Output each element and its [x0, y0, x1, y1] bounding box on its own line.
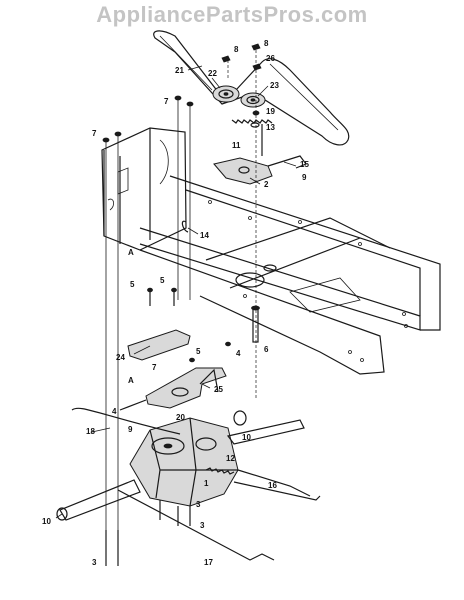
leader-lines — [55, 65, 297, 519]
callout-label: A — [128, 248, 134, 257]
callout-label: 7 — [164, 97, 169, 106]
callout-label: 3 — [92, 558, 97, 567]
tractor-frame — [101, 127, 441, 375]
callout-label: 10 — [42, 517, 51, 526]
callout-label: 4 — [236, 349, 241, 358]
callout-label: 16 — [268, 481, 277, 490]
callout-label: 8 — [264, 39, 269, 48]
callout-label: 13 — [266, 123, 275, 132]
callout-label: 5 — [130, 280, 135, 289]
frame-bolts — [102, 95, 194, 143]
small-bolts — [147, 287, 231, 363]
idler-pulley-23 — [240, 92, 266, 108]
callout-label: 18 — [86, 427, 95, 436]
control-rods — [71, 407, 321, 561]
callout-label: 10 — [242, 433, 251, 442]
callout-label: 14 — [200, 231, 209, 240]
callout-label: 8 — [234, 45, 239, 54]
callout-label: 20 — [176, 413, 185, 422]
callout-label: 3 — [200, 521, 205, 530]
drive-belt — [153, 30, 350, 146]
callout-label: 9 — [302, 173, 307, 182]
callout-labels: 8 8 26 21 22 23 19 13 11 15 9 2 7 7 14 A… — [42, 39, 309, 567]
mounting-plate-25 — [119, 367, 227, 411]
nut-parts — [221, 43, 262, 128]
callout-label: 2 — [264, 180, 269, 189]
watermark-text: AppliancePartsPros.com — [96, 2, 368, 27]
bolt-6 — [251, 305, 260, 343]
idler-pulley-22 — [212, 85, 240, 103]
idler-spring — [231, 119, 273, 156]
callout-label: 5 — [160, 276, 165, 285]
lower-bolts — [105, 500, 191, 566]
callout-label: 1 — [204, 479, 209, 488]
callout-label: 7 — [92, 129, 97, 138]
callout-label: 6 — [264, 345, 269, 354]
callout-label: 7 — [152, 363, 157, 372]
callout-label: 23 — [270, 81, 279, 90]
callout-label: 15 — [300, 160, 309, 169]
callout-label: 12 — [226, 454, 235, 463]
callout-label: 22 — [208, 69, 217, 78]
transaxle-assembly — [56, 410, 311, 521]
callout-label: 21 — [175, 66, 184, 75]
callout-label: 4 — [112, 407, 117, 416]
callout-label: 11 — [232, 141, 241, 150]
bracket-24 — [127, 329, 191, 361]
callout-label: 5 — [196, 347, 201, 356]
callout-label: A — [128, 376, 134, 385]
callout-label: 19 — [266, 107, 275, 116]
callout-label: 17 — [204, 558, 213, 567]
callout-label: 9 — [128, 425, 133, 434]
callout-label: 24 — [116, 353, 125, 362]
callout-label: 25 — [214, 385, 223, 394]
idler-bracket — [213, 155, 307, 185]
callout-label: 3 — [196, 500, 201, 509]
callout-label: 26 — [266, 54, 275, 63]
